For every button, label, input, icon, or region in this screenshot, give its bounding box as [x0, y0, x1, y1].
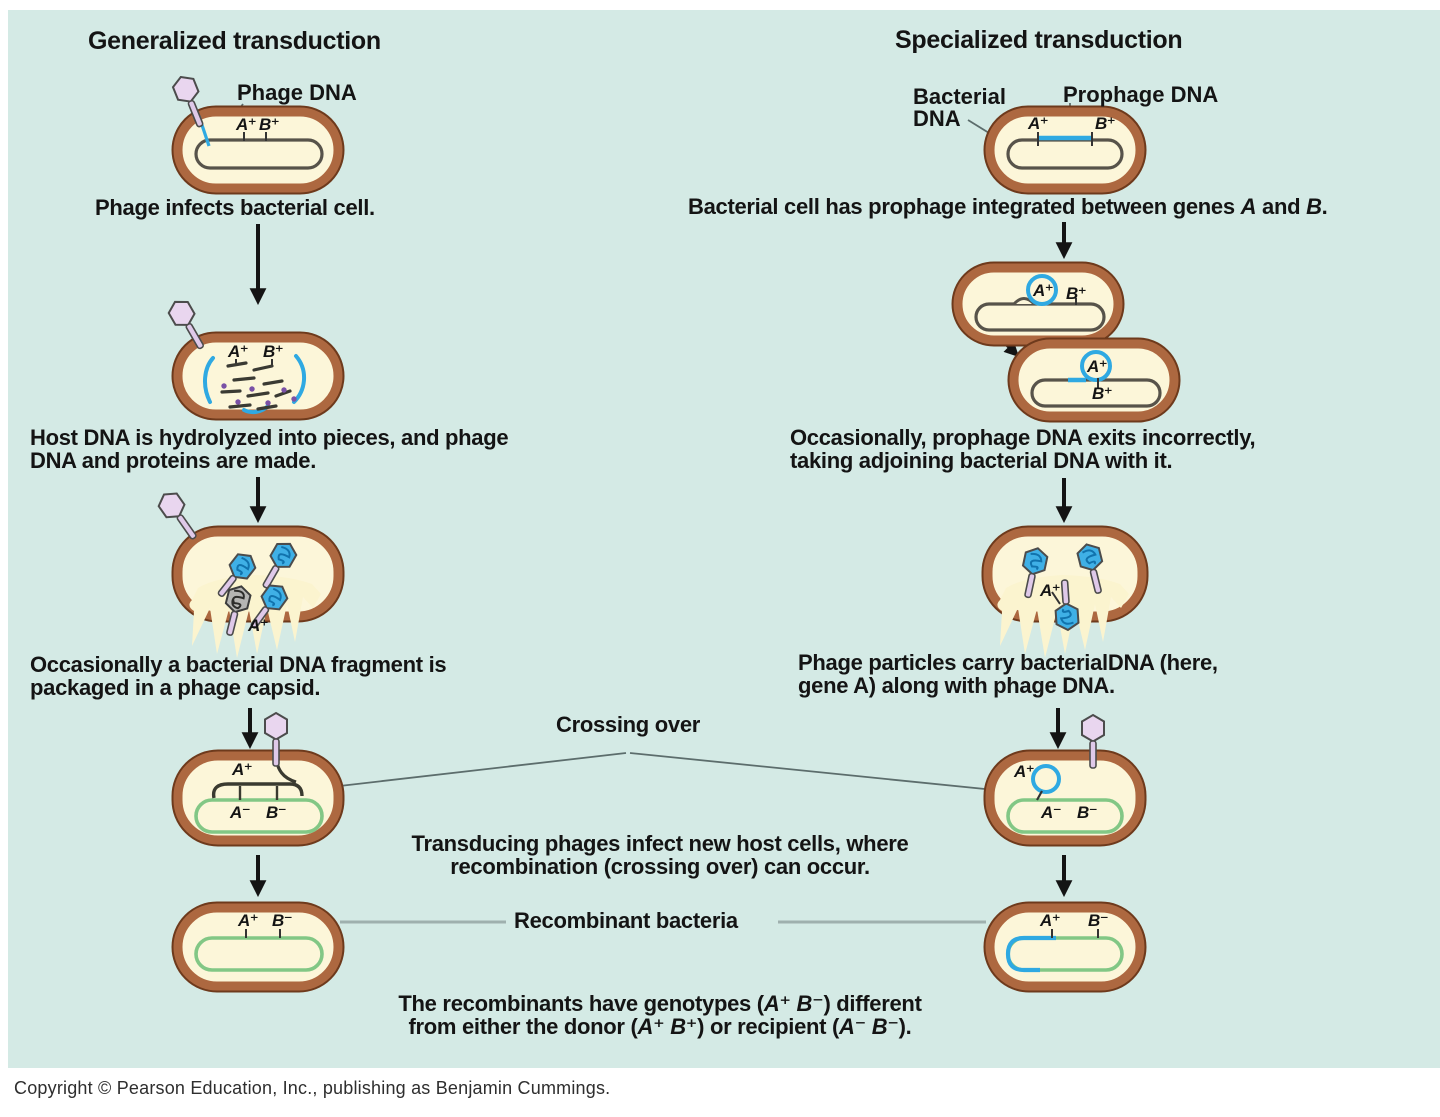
- donor-cell-right-1-lysogen: [983, 105, 1147, 195]
- gene-label-a-plus: A⁺: [248, 616, 269, 635]
- left-step3-caption: Occasionally a bacterial DNA fragment is…: [30, 652, 447, 700]
- donor-cell-right-2b-excised: [1007, 337, 1181, 423]
- donor-prophage-circle: [1031, 764, 1061, 794]
- recombinant-chromosome: [194, 936, 324, 972]
- gene-label-a-plus: A⁺: [1033, 281, 1054, 300]
- donor-dna-fragment: [211, 782, 304, 799]
- gene-label-b-minus: B⁻: [272, 911, 293, 930]
- host-dna-fragments: [220, 361, 292, 411]
- gene-label-a-plus: A⁺: [1040, 581, 1061, 600]
- donor-cell-left-3-lysing: [171, 525, 345, 658]
- right-step3-caption: Phage particles carry bacterialDNA (here…: [798, 650, 1218, 698]
- donor-cell-right-3-lysing: [981, 525, 1149, 658]
- donor-cell-right-2a-excision: [951, 261, 1125, 347]
- gene-label-a-plus: A⁺: [236, 115, 257, 134]
- caption-text: .: [1321, 194, 1328, 219]
- gene-label-b-minus: B⁻: [266, 803, 287, 822]
- gene-label-b-minus: B⁻: [1077, 803, 1098, 822]
- gene-label-a-plus: A⁺: [1028, 114, 1049, 133]
- gene-label-b-minus: B⁻: [1088, 911, 1109, 930]
- left-column-heading: Generalized transduction: [88, 27, 381, 55]
- genotype-text: A⁺ B⁺: [637, 1014, 698, 1039]
- phage-icon: [153, 487, 205, 546]
- right-step1-caption: Bacterial cell has prophage integrated b…: [688, 194, 1328, 219]
- gene-label-a-plus: A⁺: [232, 760, 253, 779]
- bacterial-chromosome: [194, 138, 324, 170]
- crossing-over-label: Crossing over: [556, 712, 701, 737]
- genotype-text: A⁻ B⁻: [839, 1014, 899, 1039]
- copyright-notice: Copyright © Pearson Education, Inc., pub…: [14, 1078, 611, 1098]
- left-step1-caption: Phage infects bacterial cell.: [95, 195, 375, 220]
- recombinant-cell-right: [983, 901, 1147, 993]
- recombinant-bacteria-label: Recombinant bacteria: [514, 908, 738, 933]
- excised-prophage-circle: [1080, 350, 1112, 382]
- excised-prophage-circle: [1026, 274, 1058, 306]
- right-column-heading: Specialized transduction: [895, 26, 1183, 54]
- result-caption: The recombinants have genotypes (A⁺ B⁻) …: [300, 992, 1020, 1038]
- gene-label-a-plus: A⁺: [1040, 911, 1061, 930]
- recipient-chromosome: [194, 798, 324, 834]
- prophage-dna-label: Prophage DNA: [1063, 82, 1219, 107]
- gene-label-a-plus: A⁺: [228, 342, 249, 361]
- gene-label-b-plus: B⁺: [1092, 384, 1113, 403]
- donor-cell-left-1: [171, 105, 345, 195]
- right-step2-caption: Occasionally, prophage DNA exits incorre…: [790, 425, 1256, 473]
- gene-label-a-minus: A⁻: [1041, 803, 1062, 822]
- caption-text: and: [1256, 194, 1307, 219]
- caption-text: ) different from either the donor (: [408, 991, 922, 1039]
- recipient-cell-right-crossing-over: [983, 749, 1147, 847]
- flow-arrows: [241, 222, 1073, 898]
- recombinant-cell-left: [171, 901, 345, 993]
- gene-label-a-plus: A⁺: [1014, 762, 1035, 781]
- gene-label-b-plus: B⁺: [263, 342, 284, 361]
- gene-label-a-plus: A⁺: [1087, 357, 1108, 376]
- left-step2-caption: Host DNA is hydrolyzed into pieces, and …: [30, 425, 509, 473]
- gene-label-a-plus: A⁺: [238, 911, 259, 930]
- gene-b-text: B: [1306, 194, 1322, 219]
- bacterial-dna-label: Bacterial DNA: [913, 84, 1006, 131]
- gene-label-b-plus: B⁺: [259, 115, 280, 134]
- phage-proteins: [221, 383, 297, 406]
- donor-cell-left-2-hydrolyzed: [171, 331, 345, 421]
- gene-label-b-plus: B⁺: [1066, 284, 1087, 303]
- gene-label-a-minus: A⁻: [230, 803, 251, 822]
- infect-caption: Transducing phages infect new host cells…: [411, 831, 909, 879]
- crossing-over-pointer-left: [295, 752, 627, 792]
- caption-text: The recombinants have genotypes (: [398, 991, 764, 1016]
- crossing-over-pointer-right: [629, 752, 1035, 795]
- caption-text: ).: [898, 1014, 912, 1039]
- genotype-text: A⁺ B⁻: [763, 991, 824, 1016]
- gene-a-text: A: [1240, 194, 1257, 219]
- recipient-cell-left-crossing-over: [171, 749, 345, 847]
- phage-dna-label: Phage DNA: [237, 80, 357, 105]
- caption-text: ) or recipient (: [697, 1014, 840, 1039]
- gene-label-b-plus: B⁺: [1095, 114, 1116, 133]
- integrated-donor-dna: [1005, 935, 1056, 973]
- recipient-chromosome: [1006, 798, 1124, 834]
- caption-text: Bacterial cell has prophage integrated b…: [688, 194, 1241, 219]
